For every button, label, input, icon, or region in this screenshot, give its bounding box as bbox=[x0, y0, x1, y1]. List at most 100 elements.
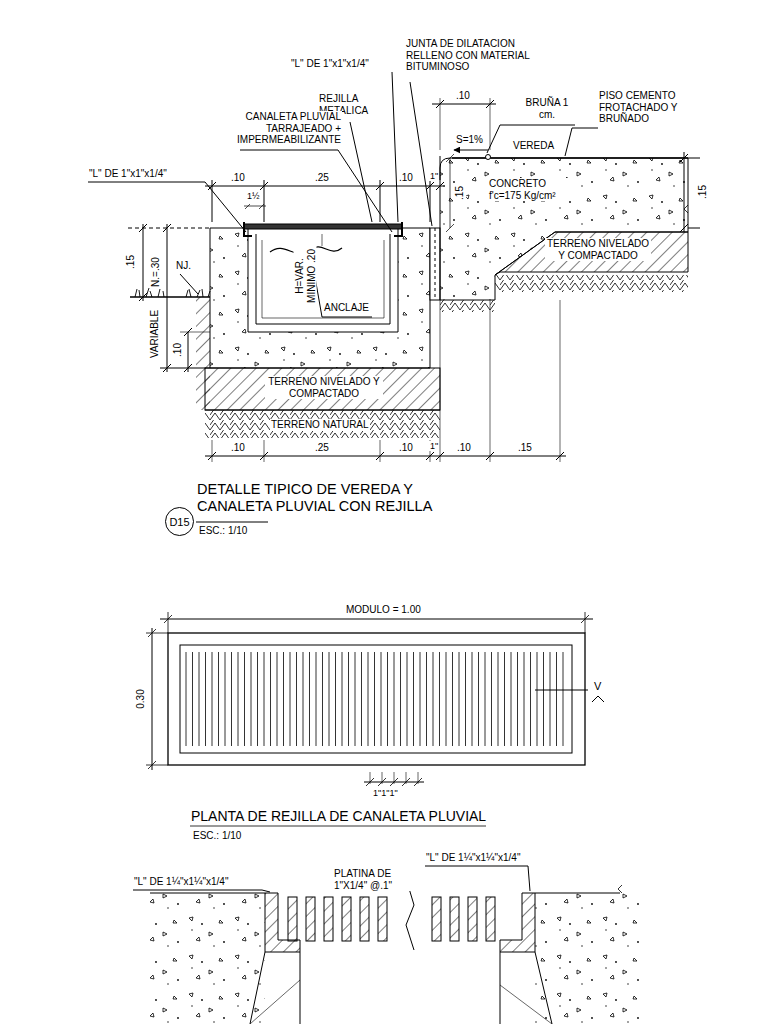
dimension: .15 bbox=[517, 442, 533, 454]
dimension: 1" bbox=[429, 171, 439, 181]
grate-bar bbox=[361, 652, 362, 746]
grate-bar bbox=[478, 652, 479, 746]
note: CANALETA PLUVIAL TARRAJEADO + IMPERMEABI… bbox=[198, 111, 342, 146]
dimension: .25 bbox=[314, 442, 330, 454]
grate-bar bbox=[394, 652, 395, 746]
section-mark: V bbox=[593, 680, 602, 693]
note: PISO CEMENTO FROTACHADO Y BRUÑADO bbox=[598, 90, 700, 125]
grate-bar bbox=[296, 652, 297, 746]
grate-bar bbox=[452, 652, 453, 746]
detail-number-circle: D15 bbox=[165, 507, 194, 536]
grate-bar bbox=[329, 652, 330, 746]
grate-bar bbox=[270, 652, 271, 746]
material-note: TERRENO NIVELADO Y COMPACTADO bbox=[265, 376, 383, 399]
dimension: .10 bbox=[455, 90, 471, 102]
grate-bar bbox=[192, 652, 193, 746]
grate-bar bbox=[530, 652, 531, 746]
dimension: .25 bbox=[314, 172, 330, 184]
dimension: H=VAR. MINIMO .20 bbox=[294, 243, 317, 309]
grate-bar bbox=[498, 652, 499, 746]
grate-bar bbox=[563, 652, 564, 746]
note: JUNTA DE DILATACION RELLENO CON MATERIAL… bbox=[405, 38, 547, 73]
grate-bar bbox=[485, 652, 486, 746]
grate-bar bbox=[355, 652, 356, 746]
steel-plate bbox=[288, 897, 297, 941]
grate-bar bbox=[511, 652, 512, 746]
grate-bar bbox=[400, 652, 401, 746]
grate-bar bbox=[277, 652, 278, 746]
grate-bar bbox=[238, 652, 239, 746]
dimension: .10 bbox=[230, 442, 246, 454]
grate-bar bbox=[556, 652, 557, 746]
dimension: .15 bbox=[697, 184, 709, 200]
grate-bar bbox=[537, 652, 538, 746]
detail-title: DETALLE TIPICO DE VEREDA Y CANALETA PLUV… bbox=[196, 481, 488, 514]
grate-bar bbox=[212, 652, 213, 746]
grate-bar bbox=[472, 652, 473, 746]
steel-plate bbox=[432, 897, 441, 941]
note: BRUÑA 1 cm. bbox=[520, 97, 574, 120]
material-note: TERRENO NIVELADO Y COMPACTADO bbox=[545, 238, 651, 261]
grate-bar bbox=[387, 652, 388, 746]
grate-bar bbox=[348, 652, 349, 746]
dimension: 0.30 bbox=[135, 688, 147, 709]
steel-plate-note: PLATINA DE 1"X1/4" @.1" bbox=[333, 868, 427, 891]
dimension: 1½ bbox=[246, 191, 261, 201]
grate-bar bbox=[517, 652, 518, 746]
grate-bar bbox=[309, 652, 310, 746]
steel-plate bbox=[360, 897, 369, 941]
grate-bar bbox=[420, 652, 421, 746]
grate-bar bbox=[374, 652, 375, 746]
grate-bar bbox=[231, 652, 232, 746]
dimension: MODULO = 1.00 bbox=[345, 604, 422, 616]
grate-bar bbox=[407, 652, 408, 746]
steel-angle-note: "L" DE 1"x1"x1/4" bbox=[290, 58, 370, 70]
dimension: .10 bbox=[172, 342, 184, 358]
grate-bar bbox=[283, 652, 284, 746]
detail-number: D15 bbox=[169, 516, 189, 528]
grate-bar bbox=[218, 652, 219, 746]
grate-bar bbox=[465, 652, 466, 746]
grate-bar bbox=[433, 652, 434, 746]
steel-angle-note: "L" DE 1"x1"x1/4" bbox=[88, 168, 168, 180]
dimension: VARIABLE bbox=[149, 309, 161, 359]
level-mark: NJ. bbox=[175, 260, 192, 272]
grate-bar bbox=[322, 652, 323, 746]
steel-plate bbox=[468, 897, 477, 941]
steel-plate bbox=[450, 897, 459, 941]
grate-bar bbox=[342, 652, 343, 746]
steel-plate bbox=[486, 897, 495, 941]
dimension: 1" bbox=[429, 441, 439, 451]
dimension: .15 bbox=[125, 254, 137, 270]
scale-note: ESC.: 1/10 bbox=[192, 830, 242, 842]
dimension: N.=.30 bbox=[150, 256, 162, 288]
dimension: .10 bbox=[456, 442, 472, 454]
scale-note: ESC.: 1/10 bbox=[198, 525, 248, 537]
note: VEREDA bbox=[512, 140, 555, 152]
grate-bar bbox=[225, 652, 226, 746]
note: ANCLAJE bbox=[323, 302, 370, 314]
steel-angle-note: "L" DE 1¼"x1¼"x1/4" bbox=[425, 852, 521, 864]
grate-bar bbox=[303, 652, 304, 746]
grate-bar bbox=[264, 652, 265, 746]
dimension: .10 bbox=[398, 442, 414, 454]
grate-bar bbox=[290, 652, 291, 746]
grate-bar bbox=[244, 652, 245, 746]
steel-plate bbox=[306, 897, 315, 941]
dimension: 1"1"1" bbox=[372, 788, 399, 798]
grate-bar bbox=[257, 652, 258, 746]
grate-bar bbox=[413, 652, 414, 746]
grate-bar bbox=[335, 652, 336, 746]
dimension: .10 bbox=[398, 172, 414, 184]
material-note: TERRENO NATURAL bbox=[270, 419, 370, 431]
grate-bar bbox=[316, 652, 317, 746]
grate-bar bbox=[524, 652, 525, 746]
steel-plate bbox=[342, 897, 351, 941]
grate-bar bbox=[368, 652, 369, 746]
steel-plate bbox=[378, 897, 387, 941]
slope: S=1% bbox=[455, 134, 484, 146]
detail-title: PLANTA DE REJILLA DE CANALETA PLUVIAL bbox=[190, 808, 487, 824]
grate-bar bbox=[550, 652, 551, 746]
grate-bar bbox=[381, 652, 382, 746]
grate-bar bbox=[491, 652, 492, 746]
